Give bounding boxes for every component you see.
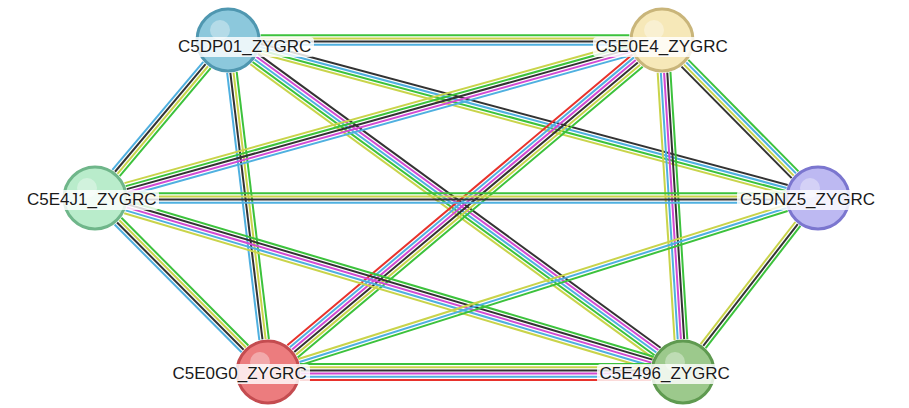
protein-node: C5E0G0_ZYGRC	[170, 340, 311, 404]
evidence-line	[115, 64, 206, 172]
evidence-line	[124, 213, 650, 369]
evidence-line	[686, 62, 796, 173]
interaction-edge	[261, 35, 630, 45]
evidence-line	[115, 225, 242, 353]
evidence-line	[120, 68, 211, 176]
evidence-line	[688, 60, 798, 172]
evidence-line	[227, 73, 259, 340]
node-label: C5DNZ5_ZYGRC	[737, 190, 878, 210]
node-label: C5E4J1_ZYGRC	[24, 190, 159, 210]
evidence-line	[117, 223, 244, 350]
node-label: C5DP01_ZYGRC	[175, 37, 314, 57]
protein-node: C5E496_ZYGRC	[597, 340, 734, 404]
protein-node: C5DP01_ZYGRC	[175, 8, 315, 72]
evidence-line	[261, 44, 630, 46]
interaction-edge	[658, 72, 688, 340]
interaction-edge	[128, 193, 786, 203]
evidence-line	[300, 211, 787, 365]
interaction-edge	[682, 60, 799, 178]
evidence-line	[237, 72, 269, 339]
interaction-edge	[298, 205, 787, 365]
interaction-edge	[701, 222, 801, 348]
evidence-line	[706, 226, 801, 348]
interaction-edge	[227, 72, 269, 340]
evidence-line	[117, 66, 208, 174]
evidence-line	[298, 67, 643, 358]
evidence-line	[230, 73, 262, 340]
evidence-line	[658, 73, 675, 340]
node-label: C5E0E4_ZYGRC	[593, 37, 731, 57]
evidence-line	[128, 195, 785, 197]
evidence-line	[128, 192, 786, 194]
evidence-line	[298, 205, 785, 359]
protein-node: C5E4J1_ZYGRC	[24, 166, 160, 230]
evidence-line	[126, 46, 630, 186]
evidence-line	[703, 224, 798, 346]
evidence-line	[112, 62, 203, 170]
evidence-line	[684, 65, 794, 176]
evidence-line	[124, 43, 629, 184]
evidence-line	[261, 34, 630, 36]
evidence-line	[127, 207, 652, 362]
evidence-line	[128, 55, 633, 196]
protein-node: C5DNZ5_ZYGRC	[737, 166, 879, 230]
interaction-edge	[112, 62, 210, 176]
evidence-line	[234, 73, 266, 340]
evidence-line	[126, 210, 651, 365]
evidence-line	[261, 41, 629, 43]
evidence-line	[128, 202, 786, 204]
evidence-line	[261, 37, 629, 39]
protein-node: C5E0E4_ZYGRC	[593, 8, 732, 72]
evidence-line	[701, 222, 796, 344]
node-label: C5E0G0_ZYGRC	[170, 364, 310, 384]
evidence-line	[128, 199, 785, 201]
evidence-line	[682, 67, 792, 179]
interaction-edge	[124, 201, 654, 369]
evidence-line	[661, 73, 678, 339]
node-label: C5E496_ZYGRC	[597, 364, 733, 384]
